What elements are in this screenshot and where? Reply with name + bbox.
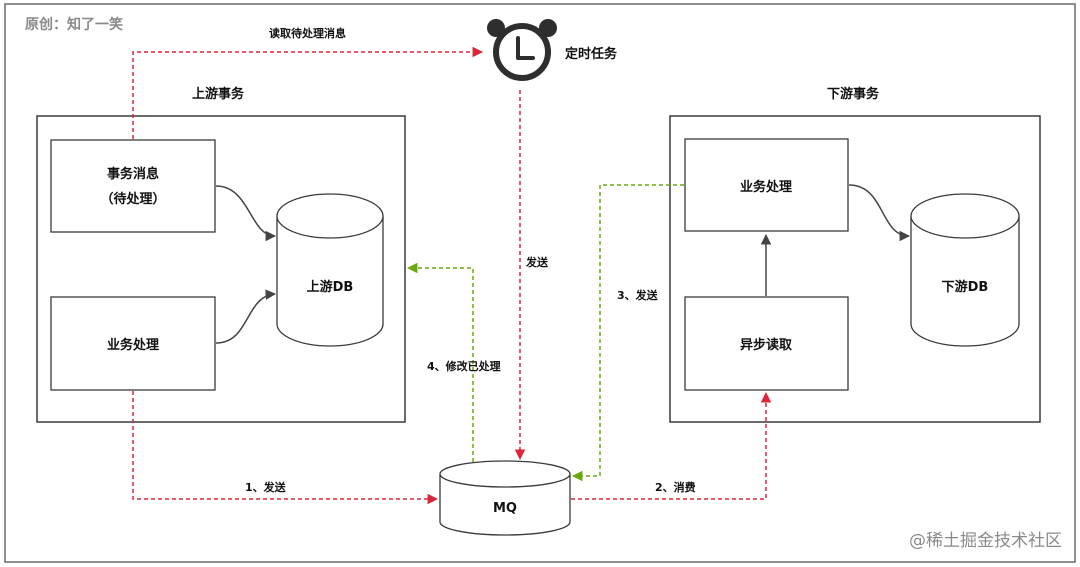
edge-consume-2-label: 2、消费 xyxy=(655,480,696,494)
transaction-message-box xyxy=(50,139,216,233)
edge-send-3-label: 3、发送 xyxy=(617,288,659,302)
edge-update-4-label: 4、修改已处理 xyxy=(427,359,501,373)
mq-cylinder xyxy=(439,460,571,536)
downstream-business-box xyxy=(684,138,849,232)
downstream-db-cylinder xyxy=(910,193,1020,347)
downstream-business-label: 业务处理 xyxy=(740,179,792,195)
watermark-top: 原创：知了一笑 xyxy=(25,16,123,33)
edge-consume-2 xyxy=(571,391,772,500)
edge-send-1-label: 1、发送 xyxy=(245,480,287,494)
upstream-business-box xyxy=(50,296,216,391)
async-read-label: 异步读取 xyxy=(740,337,793,353)
outer-frame xyxy=(4,3,1076,563)
edge-read-pending-label: 读取待处理消息 xyxy=(269,26,346,40)
edge-read-pending xyxy=(132,46,484,139)
downstream-title: 下游事务 xyxy=(827,86,880,102)
upstream-title: 上游事务 xyxy=(192,86,245,102)
upstream-db-cylinder xyxy=(276,193,384,347)
pending-label: （待处理） xyxy=(100,191,165,207)
mq-label: MQ xyxy=(493,501,517,516)
arrow-business-to-downstream-db xyxy=(848,184,911,242)
edge-timer-send-label: 发送 xyxy=(525,255,549,269)
transaction-message-label: 事务消息 xyxy=(107,166,159,182)
async-read-box xyxy=(684,296,849,391)
watermark-bottom: @稀土掘金技术社区 xyxy=(909,531,1062,551)
arrow-business-to-db xyxy=(215,289,277,344)
edge-send-3 xyxy=(571,184,684,482)
downstream-db-label: 下游DB xyxy=(942,279,989,295)
upstream-db-label: 上游DB xyxy=(307,279,354,295)
edge-send-1 xyxy=(132,391,439,505)
timer-label: 定时任务 xyxy=(564,46,618,62)
alarm-clock-icon xyxy=(487,19,557,81)
upstream-business-label: 业务处理 xyxy=(107,337,159,353)
edge-update-4 xyxy=(406,262,474,462)
arrow-message-to-db xyxy=(215,185,277,242)
